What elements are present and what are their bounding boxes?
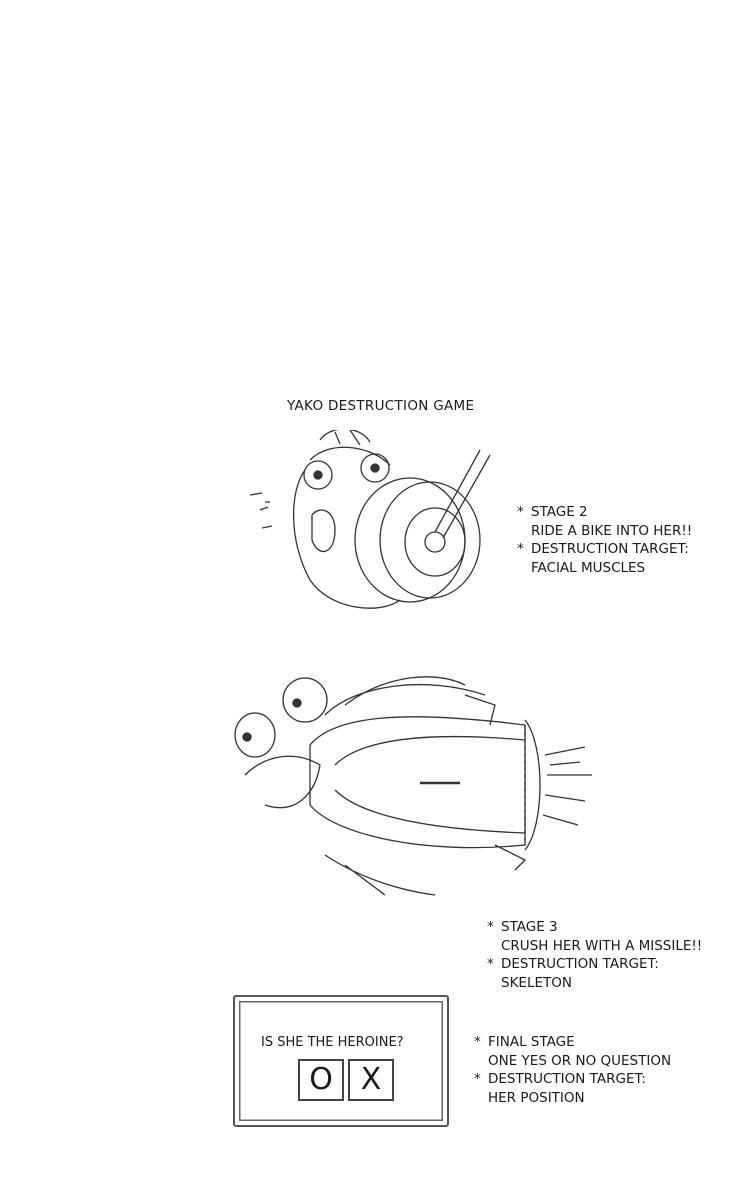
question-text: IS SHE THE HEROINE?: [261, 1035, 404, 1050]
question-dialog-sketch: IS SHE THE HEROINE? O X: [233, 995, 449, 1127]
missile-sketch-illustration: [234, 676, 592, 896]
no-button[interactable]: X: [348, 1059, 394, 1101]
stage-2-notes: *STAGE 2 RIDE A BIKE INTO HER!! *DESTRUC…: [517, 504, 693, 576]
final-stage-notes: *FINAL STAGE ONE YES OR NO QUESTION *DES…: [474, 1034, 672, 1106]
page-title: YAKO DESTRUCTION GAME: [287, 398, 475, 414]
stage-3-notes: *STAGE 3 CRUSH HER WITH A MISSILE!! *DES…: [487, 919, 703, 991]
circle-icon: O: [309, 1062, 333, 1097]
yes-button[interactable]: O: [298, 1059, 344, 1101]
cross-icon: X: [360, 1062, 382, 1097]
bike-sketch-illustration: [250, 430, 491, 609]
